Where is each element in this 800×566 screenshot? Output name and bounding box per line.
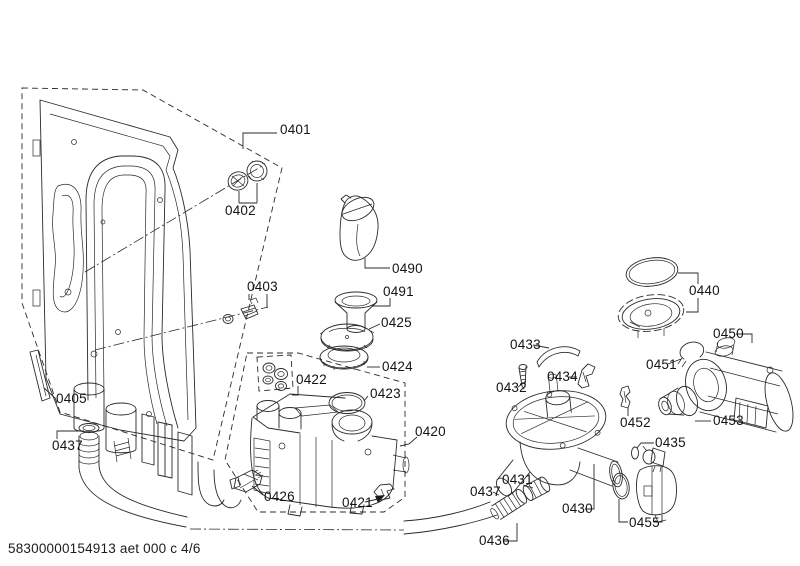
inlet-valve-0403	[222, 297, 259, 324]
cone-sleeve-0453	[658, 385, 699, 417]
salt-cap-0425	[319, 323, 375, 352]
part-label-0403: 0403	[247, 279, 278, 294]
inlet-seal-0402	[227, 160, 268, 191]
part-label-0435: 0435	[655, 435, 686, 450]
part-label-0434: 0434	[547, 369, 578, 384]
document-code-line: 58300000154913 aet 000 c 4/6	[8, 541, 201, 556]
part-label-0430: 0430	[562, 501, 593, 516]
part-label-0451: 0451	[646, 357, 677, 372]
part-label-0437-bottom: 0437	[470, 484, 501, 499]
part-label-0421: 0421	[342, 495, 373, 510]
drain-hose-0436	[78, 465, 498, 535]
funnel-0491	[334, 291, 378, 333]
clamp-0451	[677, 341, 705, 368]
part-label-0450: 0450	[713, 326, 744, 341]
clip-0434	[577, 363, 596, 389]
hose-connector-0437-left	[78, 423, 100, 469]
part-label-0455: 0455	[629, 515, 660, 530]
sump-body-0430	[495, 441, 623, 497]
softener-unit-0420	[250, 393, 410, 517]
part-label-0453: 0453	[713, 413, 744, 428]
part-label-0423: 0423	[370, 386, 401, 401]
connector-sleeve-0431	[522, 476, 551, 501]
part-label-0452: 0452	[620, 415, 651, 430]
part-label-0425: 0425	[381, 315, 412, 330]
part-label-0431: 0431	[502, 472, 533, 487]
valve-0435	[631, 445, 666, 473]
circulation-pump-0450	[685, 337, 794, 433]
part-label-0420: 0420	[415, 424, 446, 439]
axis-lines	[84, 165, 405, 531]
part-label-0432: 0432	[496, 380, 527, 395]
pump-cover-0440	[617, 257, 685, 338]
part-label-0402: 0402	[225, 203, 256, 218]
part-label-0440: 0440	[689, 283, 720, 298]
part-label-0436: 0436	[479, 533, 510, 548]
part-label-0491: 0491	[383, 284, 414, 299]
strip-0405	[29, 349, 51, 402]
sump-0430	[505, 373, 607, 450]
sensor-fitting-0426	[229, 469, 264, 493]
part-label-0401: 0401	[280, 122, 311, 137]
clip-0421	[373, 483, 395, 503]
o-ring-0423	[328, 392, 366, 414]
cover-strip-0433	[536, 346, 581, 368]
bracket-0452	[619, 385, 631, 409]
part-label-0490: 0490	[392, 261, 423, 276]
part-label-0426: 0426	[264, 489, 295, 504]
part-label-0424: 0424	[382, 359, 413, 374]
screw-0432	[518, 364, 528, 390]
salt-jug-0490	[339, 194, 379, 261]
dashed-outlines	[21, 87, 406, 513]
drain-pump-0455	[612, 465, 677, 523]
part-label-0405: 0405	[56, 391, 87, 406]
part-label-0437-left: 0437	[52, 438, 83, 453]
part-label-0422: 0422	[296, 372, 327, 387]
leader-lines	[43, 132, 753, 542]
inlet-panel-0401	[32, 99, 242, 509]
seal-ring-0424	[319, 345, 369, 370]
seal-set-0422	[262, 362, 288, 391]
part-label-0433: 0433	[510, 337, 541, 352]
